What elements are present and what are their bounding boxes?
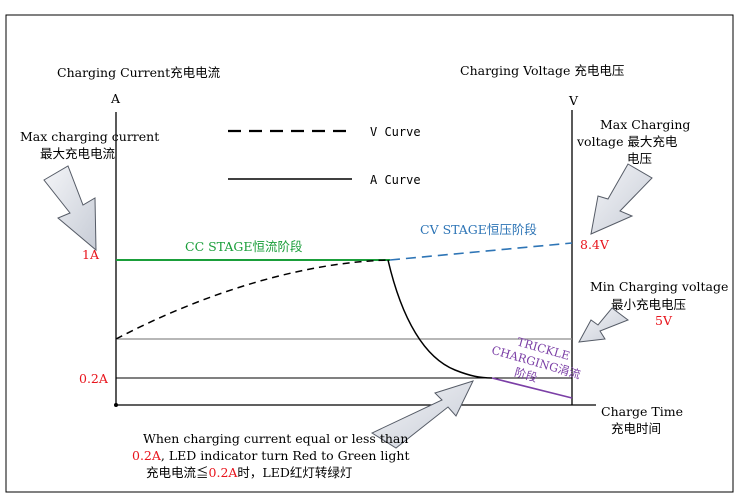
max-voltage-line1: Max Charging: [600, 117, 690, 132]
right-axis-title: Charging Voltage 充电电压: [460, 63, 624, 78]
value-8-4v: 8.4V: [580, 237, 610, 252]
note-line2-rest: , LED indicator turn Red to Green light: [161, 448, 410, 463]
min-voltage-line2: 最小充电电压: [611, 297, 686, 312]
trickle-label-3: 阶段: [513, 365, 539, 385]
legend-a-label: A Curve: [370, 173, 421, 187]
x-axis-title-cn: 充电时间: [611, 421, 661, 436]
trickle-line: [491, 377, 573, 399]
max-current-line2: 最大充电电流: [40, 146, 116, 161]
note-line3-suffix: 时，LED红灯转绿灯: [237, 465, 352, 480]
max-current-line1: Max charging current: [20, 129, 159, 144]
x-axis-title-en: Charge Time: [601, 404, 683, 419]
note-line3: 充电电流≦0.2A时，LED红灯转绿灯: [146, 465, 352, 480]
max-current-callout-arrow: [43, 165, 97, 252]
note-callout-arrow: [370, 380, 474, 449]
origin-dot: [114, 403, 118, 407]
value-5v: 5V: [655, 313, 673, 328]
cc-stage-label: CC STAGE恒流阶段: [185, 239, 302, 254]
max-voltage-callout-arrow: [590, 163, 653, 235]
value-1a: 1A: [82, 247, 100, 262]
cv-stage-label: CV STAGE恒压阶段: [420, 222, 537, 237]
min-voltage-callout-arrow: [578, 307, 630, 343]
right-axis-unit: V: [568, 93, 579, 108]
note-line1: When charging current equal or less than: [143, 431, 408, 446]
diagram-border: [5, 14, 734, 493]
v-curve-rising: [115, 259, 391, 340]
note-line3-value: 0.2A: [209, 465, 239, 480]
note-line2-value: 0.2A: [132, 448, 162, 463]
a-curve-falling: [387, 259, 493, 379]
max-voltage-line3: 电压: [627, 151, 652, 166]
note-line2: 0.2A, LED indicator turn Red to Green li…: [132, 448, 410, 463]
left-axis-unit: A: [110, 91, 121, 106]
cv-stage-line: [389, 242, 573, 261]
left-axis-title: Charging Current充电电流: [57, 65, 221, 80]
min-voltage-line1: Min Charging voltage: [590, 279, 728, 294]
legend-v-label: V Curve: [370, 125, 421, 139]
value-02a: 0.2A: [79, 371, 109, 386]
note-line3-prefix: 充电电流≦: [146, 465, 209, 480]
max-voltage-line2: voltage 最大充电: [576, 134, 678, 149]
